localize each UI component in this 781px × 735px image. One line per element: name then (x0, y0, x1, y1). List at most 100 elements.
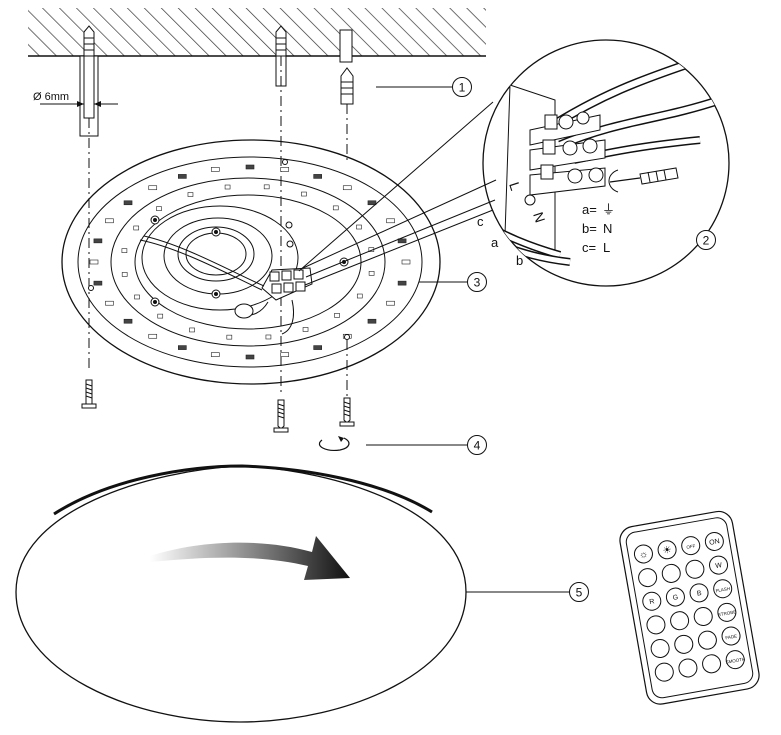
led-chip (210, 352, 220, 357)
led-chip (93, 238, 103, 244)
legend-key-a: a= (582, 202, 597, 217)
led-chip (265, 334, 272, 340)
remote-button[interactable] (657, 539, 678, 560)
remote-button[interactable] (684, 559, 705, 580)
remote-button-label: G (672, 594, 679, 602)
led-chip (210, 167, 220, 172)
led-chip (156, 206, 162, 211)
remote-button[interactable] (669, 610, 690, 631)
ceiling (28, 8, 486, 137)
led-chip (89, 259, 99, 265)
remote-button-label: SMOOTH (725, 656, 745, 664)
remote-button[interactable] (678, 658, 699, 679)
remote-button-label: FADE (725, 633, 737, 640)
wall-plug-left (83, 25, 95, 57)
remote-button[interactable] (680, 535, 701, 556)
wire-letter-c: c (477, 214, 484, 229)
svg-text:3: 3 (474, 276, 481, 290)
dimension-label: Ø 6mm (33, 91, 69, 103)
led-chip (157, 313, 164, 319)
rotate-arrow-head (338, 436, 344, 442)
legend-value-a: ⏚ (602, 202, 615, 217)
remote-button[interactable] (665, 587, 686, 608)
wall-plug-middle (275, 25, 287, 57)
led-chip (105, 300, 114, 306)
svg-text:5: 5 (576, 586, 583, 600)
led-chip (105, 218, 114, 224)
drill-diameter-dimension: Ø 6mm (33, 91, 118, 107)
led-chip (367, 200, 377, 206)
led-chip (187, 192, 194, 197)
step-4-badge: 4 (467, 435, 487, 455)
base-plate (61, 139, 441, 385)
brightness-down-icon: ☀ (662, 545, 673, 557)
remote-button[interactable] (646, 614, 667, 635)
led-chip (280, 352, 290, 357)
zoom-leader-lines (298, 101, 497, 286)
plate-terminal-block (261, 267, 313, 301)
led-chip (334, 313, 340, 318)
led-chip (386, 218, 395, 224)
remote-button-label: OFF (686, 543, 696, 550)
led-chip (397, 238, 407, 244)
led-chip (121, 248, 128, 253)
remote-button[interactable] (725, 649, 746, 670)
remote-button[interactable] (712, 578, 733, 599)
led-chip (93, 280, 103, 286)
remote-button[interactable] (641, 591, 662, 612)
remote-button[interactable] (654, 662, 675, 683)
remote-button[interactable] (689, 582, 710, 603)
remote-button[interactable] (708, 555, 729, 576)
wiring-legend: a= ⏚ b= N c= L (582, 202, 615, 255)
remote-button-label: FLASH (715, 586, 730, 593)
led-chip (401, 259, 411, 265)
plate-screw-holes (88, 159, 350, 340)
cable-grommet (234, 303, 254, 319)
led-chip (356, 224, 362, 230)
led-chips (89, 164, 411, 360)
remote-button-label: ON (709, 538, 721, 547)
legend-key-c: c= (582, 240, 596, 255)
remote-button[interactable] (693, 606, 714, 627)
remote-button[interactable] (661, 563, 682, 584)
led-chip (224, 184, 231, 190)
step-1-badge: 1 (452, 77, 472, 97)
led-chip (332, 205, 339, 211)
led-chip (301, 191, 307, 197)
wiring-detail-zoom: L N a b c a= ⏚ b= N c= L (477, 39, 730, 287)
led-chip (263, 184, 270, 190)
led-chip (356, 293, 363, 299)
remote-button[interactable] (701, 653, 722, 674)
remote-button-label: R (649, 598, 655, 606)
remote-button[interactable] (637, 567, 658, 588)
screw-middle (273, 399, 289, 433)
led-chip (397, 280, 407, 286)
led-chip (178, 174, 187, 179)
remote-button-label: STROBE (717, 609, 736, 617)
led-chip (302, 327, 309, 332)
svg-text:2: 2 (703, 234, 710, 248)
step-5-badge: 5 (569, 582, 589, 602)
led-chip (280, 167, 290, 172)
legend-key-b: b= (582, 221, 597, 236)
led-chip (367, 318, 377, 324)
led-chip (123, 318, 133, 324)
svg-text:1: 1 (459, 81, 466, 95)
screw-right (339, 397, 355, 427)
remote-button[interactable] (704, 531, 725, 552)
remote-button[interactable] (697, 630, 718, 651)
screw-left (81, 379, 97, 409)
remote-button[interactable] (673, 634, 694, 655)
remote-button[interactable] (716, 602, 737, 623)
legend-value-c: L (603, 240, 610, 255)
remote-button[interactable] (721, 626, 742, 647)
remote-button[interactable] (650, 638, 671, 659)
led-chip (133, 225, 140, 231)
light-cover (15, 464, 467, 723)
remote-button[interactable] (633, 544, 654, 565)
remote-button-label: W (715, 562, 723, 570)
led-chip (134, 294, 140, 300)
led-chip (178, 345, 187, 350)
